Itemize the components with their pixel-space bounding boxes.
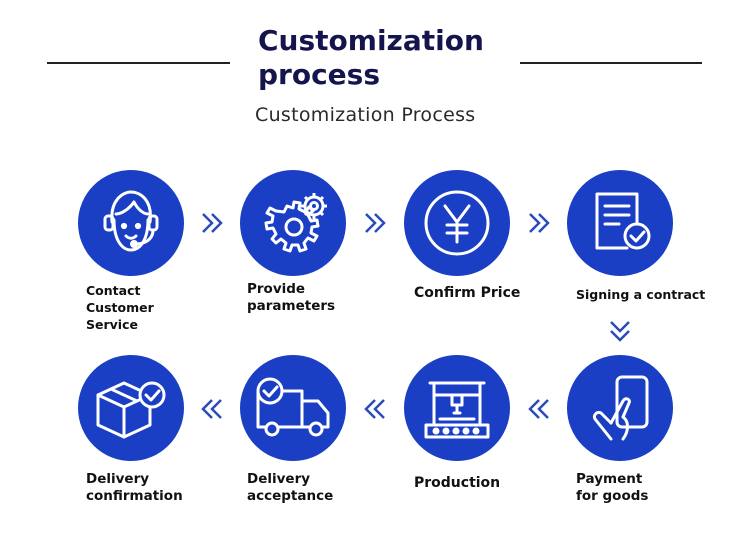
step-provide-parameters [240,170,346,276]
step-production [404,355,510,461]
customer-service-headset-icon [103,190,159,252]
step-label-text: Payment for goods [576,471,649,504]
step-label-text: Contact Customer Service [86,283,154,332]
step-signing-contract [567,170,673,276]
flow-arrow-right [362,210,388,236]
header-rule-right [520,62,702,64]
step-label-text: Production [414,475,501,491]
step-label: Confirm Price [414,285,554,302]
step-delivery-acceptance [240,355,346,461]
box-check-icon [96,381,166,439]
flow-arrow-left [362,396,388,422]
page-subtitle: Customization Process [255,104,476,126]
delivery-truck-check-icon [256,377,330,437]
step-label-text: Delivery confirmation [86,471,183,504]
flow-arrow-down [607,318,633,344]
hand-card-payment-icon [593,375,649,441]
page-title: Customization process [258,24,484,91]
step-label: Provide parameters [247,281,347,315]
step-label: Payment for goods [576,471,686,505]
step-contact-customer-service [78,170,184,276]
step-label: Production [414,475,534,492]
step-label-text: Signing a contract [576,287,706,302]
step-payment-for-goods [567,355,673,461]
flow-arrow-left [526,396,552,422]
step-label: Delivery acceptance [247,471,357,505]
gears-icon [264,193,327,253]
step-label: Contact Customer Service [86,282,236,333]
step-label: Delivery confirmation [86,471,196,505]
flow-arrow-left [199,396,225,422]
flow-arrow-right [526,210,552,236]
step-delivery-confirmation [78,355,184,461]
production-machine-icon [424,381,490,439]
step-label: Signing a contract [576,286,726,303]
step-confirm-price [404,170,510,276]
yen-coin-icon [424,190,490,256]
step-label-text: Delivery acceptance [247,471,334,504]
header-rule-left [47,62,230,64]
contract-check-icon [595,192,651,250]
step-label-text: Confirm Price [414,285,521,301]
step-label-text: Provide parameters [247,281,336,314]
flow-arrow-right [199,210,225,236]
